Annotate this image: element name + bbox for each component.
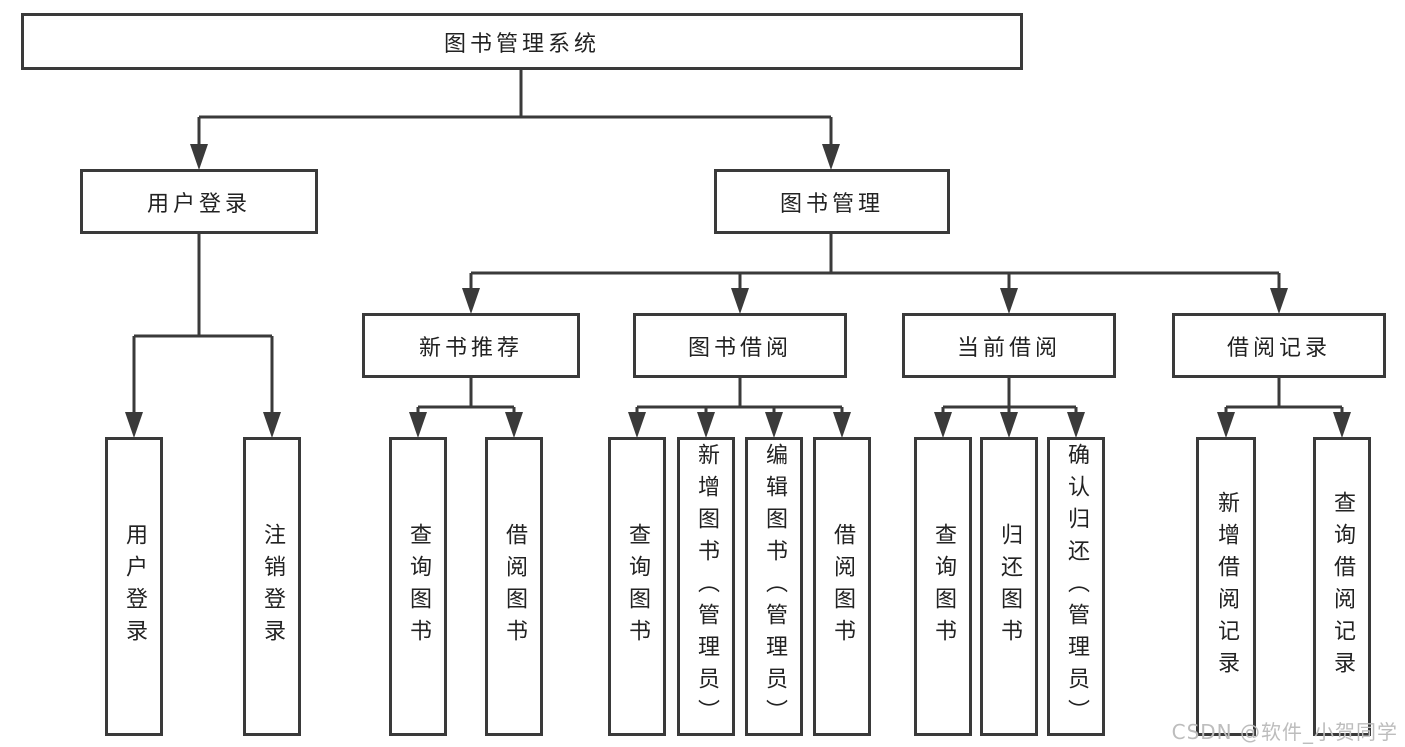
node-query-books-recommend: 查询图书 <box>389 437 447 736</box>
arrowhead <box>409 412 427 438</box>
node-logout: 注销登录 <box>243 437 301 736</box>
arrowhead <box>628 412 646 438</box>
arrowhead <box>697 412 715 438</box>
node-user-login: 用户登录 <box>80 169 318 234</box>
node-borrow-books-recommend: 借阅图书 <box>485 437 543 736</box>
node-book-management: 图书管理 <box>714 169 950 234</box>
arrowhead <box>822 144 840 170</box>
arrowhead <box>505 412 523 438</box>
node-query-borrow-record: 查询借阅记录 <box>1313 437 1371 736</box>
csdn-watermark: CSDN @软件_小贺同学 <box>1171 720 1398 744</box>
node-borrowing-records: 借阅记录 <box>1172 313 1386 378</box>
node-query-books-current: 查询图书 <box>914 437 972 736</box>
arrowhead <box>1067 412 1085 438</box>
node-edit-books-admin-label: 编辑图书（管理员） <box>762 442 787 731</box>
node-user-login-leaf-label: 用户登录 <box>122 522 147 651</box>
arrowhead <box>765 412 783 438</box>
node-query-books-current-label: 查询图书 <box>931 522 956 651</box>
arrowhead <box>1000 288 1018 314</box>
node-borrow-books-borrow: 借阅图书 <box>813 437 871 736</box>
node-edit-books-admin: 编辑图书（管理员） <box>745 437 803 736</box>
node-add-books-admin: 新增图书（管理员） <box>677 437 735 736</box>
node-new-book-recommendation: 新书推荐 <box>362 313 580 378</box>
node-library-management-system-label: 图书管理系统 <box>443 31 600 57</box>
node-library-management-system: 图书管理系统 <box>21 13 1023 70</box>
node-logout-label: 注销登录 <box>260 522 285 651</box>
arrowhead <box>731 288 749 314</box>
arrowhead <box>833 412 851 438</box>
node-user-login-leaf: 用户登录 <box>105 437 163 736</box>
node-return-books-label: 归还图书 <box>997 522 1022 651</box>
node-return-books: 归还图书 <box>980 437 1038 736</box>
node-current-borrowing-label: 当前借阅 <box>956 335 1061 361</box>
node-add-borrow-record: 新增借阅记录 <box>1196 437 1256 736</box>
node-borrowing-records-label: 借阅记录 <box>1226 335 1331 361</box>
node-user-login-label: 用户登录 <box>146 191 251 217</box>
arrowhead <box>462 288 480 314</box>
node-query-books-recommend-label: 查询图书 <box>406 522 431 651</box>
node-book-management-label: 图书管理 <box>779 191 884 217</box>
arrowhead <box>125 412 143 438</box>
arrowhead <box>1270 288 1288 314</box>
node-add-borrow-record-label: 新增借阅记录 <box>1214 490 1239 683</box>
node-add-books-admin-label: 新增图书（管理员） <box>694 442 719 731</box>
node-confirm-return-admin: 确认归还（管理员） <box>1047 437 1105 736</box>
arrowhead <box>263 412 281 438</box>
node-query-borrow-record-label: 查询借阅记录 <box>1330 490 1355 683</box>
arrowhead <box>1333 412 1351 438</box>
node-book-borrowing: 图书借阅 <box>633 313 847 378</box>
node-confirm-return-admin-label: 确认归还（管理员） <box>1064 442 1089 731</box>
arrowhead <box>934 412 952 438</box>
arrowheads <box>125 144 1351 438</box>
arrowhead <box>1000 412 1018 438</box>
node-query-books-borrow: 查询图书 <box>608 437 666 736</box>
node-query-books-borrow-label: 查询图书 <box>625 522 650 651</box>
node-borrow-books-recommend-label: 借阅图书 <box>502 522 527 651</box>
node-book-borrowing-label: 图书借阅 <box>687 335 792 361</box>
node-new-book-recommendation-label: 新书推荐 <box>418 335 523 361</box>
node-borrow-books-borrow-label: 借阅图书 <box>830 522 855 651</box>
arrowhead <box>190 144 208 170</box>
arrowhead <box>1217 412 1235 438</box>
node-current-borrowing: 当前借阅 <box>902 313 1116 378</box>
